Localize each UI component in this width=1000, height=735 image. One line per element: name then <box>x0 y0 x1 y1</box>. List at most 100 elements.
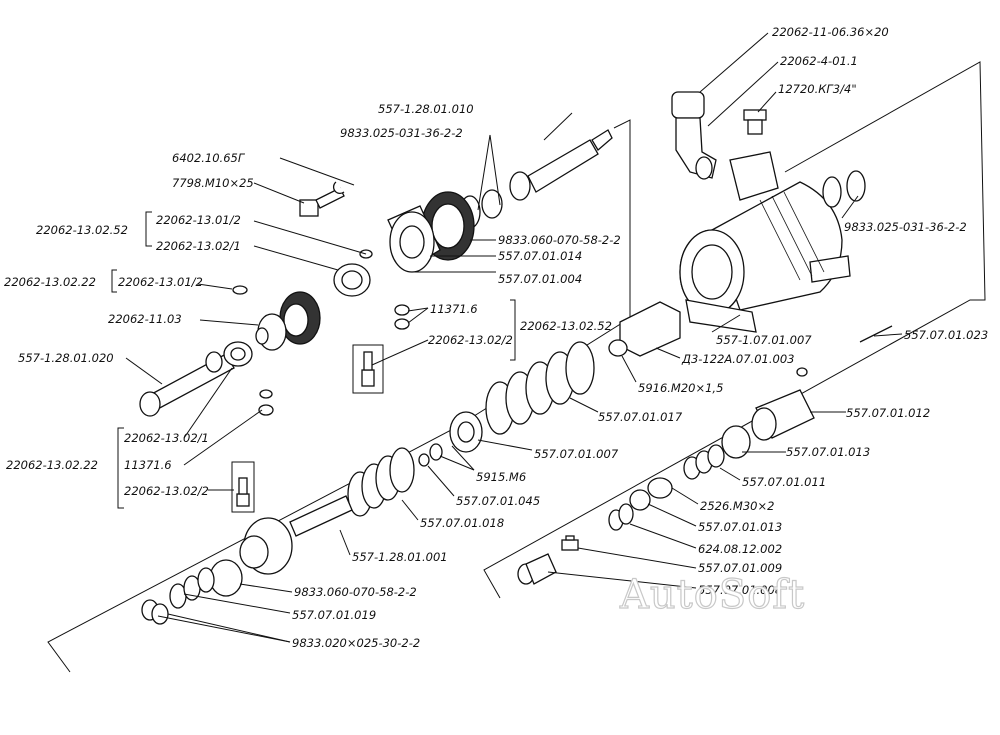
spring-washer-6402 <box>332 181 345 195</box>
pin-009 <box>561 535 579 551</box>
o-ring-right-a <box>822 176 842 208</box>
label-22062-13-02-52-b: 22062-13.02.52 <box>520 319 612 333</box>
label-557-07-01-023: 557.07.01.023 <box>904 328 988 342</box>
label-22062-13-02-22-a: 22062-13.02.22 <box>4 275 96 289</box>
screw-box-a <box>361 351 375 387</box>
label-22062-13-01-2-b: 22062-13.01/2 <box>118 275 203 289</box>
ball <box>796 367 808 377</box>
part-labels: 22062-11-06.36×20 22062-4-01.1 12720.КГ3… <box>4 25 988 650</box>
spring-019 <box>169 567 215 609</box>
label-22062-11-06-36x20: 22062-11-06.36×20 <box>772 25 889 39</box>
label-22062-13-02-2-a: 22062-13.02/2 <box>428 333 513 347</box>
spring-624 <box>608 503 634 531</box>
label-11371-6-a: 11371.6 <box>430 302 478 316</box>
label-557-07-01-018: 557.07.01.018 <box>420 516 504 530</box>
label-22062-13-01-2-a: 22062-13.01/2 <box>156 213 241 227</box>
label-557-07-01-017: 557.07.01.017 <box>598 410 683 424</box>
clamp-ring-b <box>223 341 253 367</box>
label-557-07-01-008: 557.07.01.008 <box>698 583 782 597</box>
spring-017 <box>485 341 595 435</box>
label-557-1-28-01-020: 557-1.28.01.020 <box>18 351 114 365</box>
label-9833-020x025-30-2-2: 9833.020×025-30-2-2 <box>292 636 420 650</box>
sleeve-012 <box>751 389 815 441</box>
label-557-1-07-01-007: 557-1.07.01.007 <box>716 333 812 347</box>
label-22062-4-01-1: 22062-4-01.1 <box>780 54 858 68</box>
label-22062-13-02-52-a: 22062-13.02.52 <box>36 223 128 237</box>
label-624-08-12-002: 624.08.12.002 <box>698 542 782 556</box>
label-557-07-01-019: 557.07.01.019 <box>292 608 376 622</box>
nut-small-a <box>232 285 248 295</box>
label-9833-060-070-58-2-2-a: 9833.060-070-58-2-2 <box>498 233 621 247</box>
label-557-07-01-013-b: 557.07.01.013 <box>698 520 782 534</box>
cup-007 <box>449 411 483 453</box>
bracket-22062-13-02-22-b <box>117 427 124 509</box>
washer-11371-b1 <box>259 389 273 399</box>
label-22062-11-03: 22062-11.03 <box>108 312 182 326</box>
bracket-22062-13-02-52-a <box>145 211 152 247</box>
label-557-07-01-012: 557.07.01.012 <box>846 406 930 420</box>
o-ring-right-b <box>846 170 866 202</box>
washer-11371-a2 <box>394 318 410 330</box>
parts <box>139 91 893 625</box>
label-557-07-01-011: 557.07.01.011 <box>742 475 826 489</box>
washer-11371-a1 <box>394 304 410 316</box>
label-5915-m6: 5915.М6 <box>476 470 526 484</box>
small-parts-045 <box>418 443 443 467</box>
label-6402-10-65g: 6402.10.65Г <box>172 151 246 165</box>
washer-a <box>481 189 503 219</box>
label-9833-025-031-36-2-2-b: 9833.025-031-36-2-2 <box>844 220 967 234</box>
right-assembly-boundary <box>483 61 986 599</box>
pin-023 <box>859 325 893 343</box>
gear-22062-11-03 <box>255 291 321 351</box>
rod-010 <box>509 129 613 201</box>
label-7798-m10x25: 7798.М10×25 <box>172 176 254 190</box>
label-d3-122a: Д3-122А.07.01.003 <box>681 352 794 366</box>
flange-014 <box>387 205 441 273</box>
screw-box-b <box>236 477 250 507</box>
nut-5916 <box>608 339 628 357</box>
label-557-07-01-007: 557.07.01.007 <box>534 447 619 461</box>
label-557-07-01-014: 557.07.01.014 <box>498 249 582 263</box>
elbow-fitting <box>671 91 717 180</box>
ring-020-b <box>151 603 169 625</box>
piston-001 <box>239 495 353 575</box>
label-557-07-01-004: 557.07.01.004 <box>498 272 582 286</box>
seal-ring-060-lower <box>209 559 243 597</box>
ring-013-b <box>629 489 651 511</box>
label-557-07-01-045: 557.07.01.045 <box>456 494 540 508</box>
bracket-22062-13-02-52-b <box>510 299 516 361</box>
washer-11371-b2 <box>258 404 274 416</box>
label-22062-13-02-2-b: 22062-13.02/2 <box>124 484 209 498</box>
label-5916-m20x1-5: 5916.М20×1,5 <box>638 381 723 395</box>
nut-2526 <box>647 477 673 499</box>
label-22062-13-02-1-a: 22062-13.02/1 <box>156 239 241 253</box>
label-9833-060-070-58-2-2-b: 9833.060-070-58-2-2 <box>294 585 417 599</box>
spring-011 <box>683 444 725 480</box>
rod-020 <box>139 351 235 417</box>
valve-block <box>619 301 681 357</box>
label-2526-m30x2: 2526.М30×2 <box>700 499 774 513</box>
label-11371-6-b: 11371.6 <box>124 458 172 472</box>
box-screw-a <box>352 344 384 394</box>
spring-018 <box>347 447 415 517</box>
label-557-07-01-013-a: 557.07.01.013 <box>786 445 870 459</box>
ring-013-a <box>721 425 751 459</box>
bracket-22062-13-02-22-a <box>111 269 117 293</box>
label-557-1-28-01-010: 557-1.28.01.010 <box>378 102 474 116</box>
label-12720-kg: 12720.КГ3/4" <box>778 82 857 96</box>
label-557-07-01-009: 557.07.01.009 <box>698 561 782 575</box>
leader-lines <box>125 32 903 643</box>
grouping-brackets <box>111 211 516 513</box>
cylinder-housing <box>679 151 851 333</box>
autosoft-watermark: AutoSoft <box>619 572 805 618</box>
clamp-ring-a <box>333 263 371 297</box>
plug-12720 <box>743 109 767 135</box>
label-22062-13-02-1-b: 22062-13.02/1 <box>124 431 209 445</box>
label-9833-025-031-36-2-2-a: 9833.025-031-36-2-2 <box>340 126 463 140</box>
box-screw-b <box>231 461 255 513</box>
label-557-1-28-01-001: 557-1.28.01.001 <box>352 550 448 564</box>
label-22062-13-02-22-b: 22062-13.02.22 <box>6 458 98 472</box>
valve-008 <box>517 553 557 585</box>
